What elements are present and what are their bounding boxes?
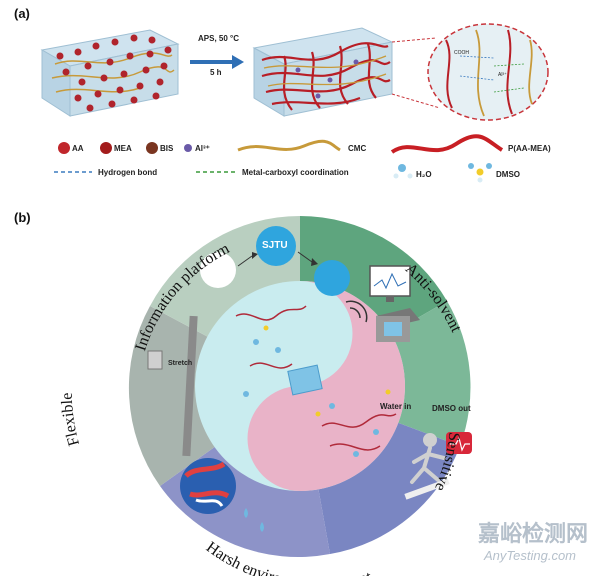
legend-paa-mea: P(AA-MEA)	[508, 144, 551, 153]
hydrogel-cube	[287, 364, 323, 396]
monomer-box	[40, 29, 180, 117]
zoom-cooh-label: COOH	[454, 50, 469, 56]
legend-h2o: H₂O	[416, 170, 432, 179]
sjtu-bubble	[256, 226, 296, 266]
legend-dmso: DMSO	[496, 170, 520, 179]
legend-bis: BIS	[160, 144, 174, 153]
aa-sphere-icon	[58, 142, 70, 154]
legend-metal: Metal-carboxyl coordination	[242, 168, 349, 177]
heart-icon	[446, 432, 472, 454]
cmc-chain-icon	[237, 139, 341, 152]
al-ion-icon	[184, 144, 192, 152]
result-bubble	[314, 260, 350, 296]
reaction-arrow	[190, 55, 244, 69]
info-bubbles	[200, 226, 350, 296]
stretch-bar	[147, 315, 198, 457]
container-icon	[376, 308, 420, 342]
watermark-en: AnyTesting.com	[484, 548, 577, 563]
hydrogel-box	[252, 27, 394, 117]
panel-b-label: (b)	[14, 210, 31, 225]
zoom-ellipse	[427, 23, 549, 121]
flexible-title: Flexible	[59, 392, 83, 447]
legend-cmc: CMC	[348, 144, 367, 153]
sjtu-label: SJTU	[262, 240, 288, 251]
runner-icon	[404, 433, 450, 500]
stretch-label: Stretch	[168, 360, 193, 367]
legend-hbond: Hydrogen bond	[98, 168, 158, 177]
legend-aa: AA	[72, 144, 84, 153]
bis-sphere-icon	[146, 142, 158, 154]
water-molecule-icon	[393, 164, 413, 179]
dmso-out-label: DMSO out	[432, 404, 471, 413]
arrow-time-text: 5 h	[210, 68, 222, 77]
legend-mea: MEA	[114, 144, 132, 153]
water-drops	[244, 508, 264, 532]
blank-bubble	[200, 252, 236, 288]
monitor-icon	[369, 265, 411, 302]
panel-b-diagram: Information platform Flexible Harsh envi…	[59, 216, 472, 576]
monomer-dots	[56, 34, 172, 112]
watermark-cn: 嘉峪检测网	[478, 522, 589, 547]
water-in-label: Water in	[380, 402, 412, 411]
legend-al: Al³⁺	[195, 144, 210, 153]
panel-a-diagram	[40, 23, 549, 183]
legend-glyphs	[54, 134, 504, 183]
inner-disk	[195, 281, 405, 491]
dmso-molecule-icon	[468, 163, 492, 183]
wifi-icon	[345, 300, 368, 323]
panel-a-label: (a)	[14, 6, 30, 21]
zoom-al-label: Al³⁺	[498, 72, 507, 78]
globe-icon	[180, 458, 236, 514]
mea-sphere-icon	[100, 142, 112, 154]
arrow-condition-text: APS, 50 °C	[198, 34, 239, 43]
paa-mea-chain-icon	[390, 134, 504, 154]
